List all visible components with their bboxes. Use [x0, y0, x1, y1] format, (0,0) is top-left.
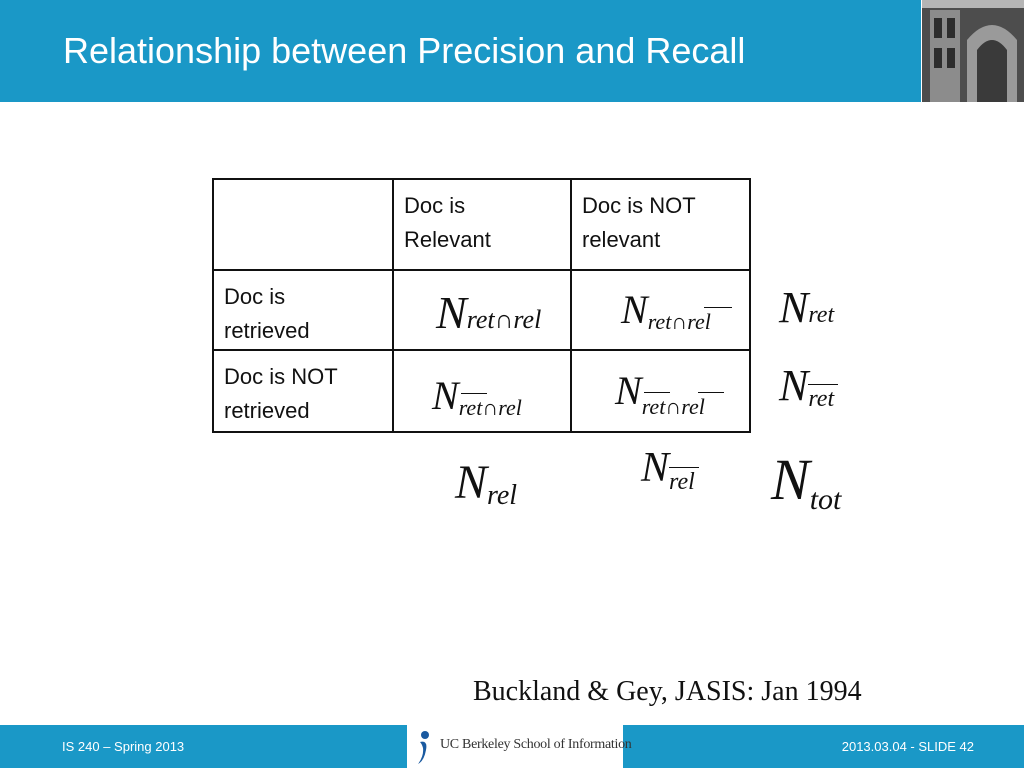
- course-label: IS 240 – Spring 2013: [62, 739, 185, 754]
- cell-retrieved-relevant: [392, 269, 572, 351]
- formula-base: N: [455, 456, 488, 509]
- complement-bar: [643, 392, 670, 393]
- campus-building-image: [922, 0, 1024, 102]
- row-label-retrieved: Doc is retrieved: [224, 284, 310, 343]
- formula-base: N: [641, 445, 670, 491]
- formula-base: N: [432, 373, 459, 418]
- table-row: Doc is NOT retrieved: [212, 349, 751, 433]
- footer-bar: IS 240 – Spring 2013 UC Berkeley School …: [0, 725, 1024, 768]
- formula-subscript: ret: [808, 386, 835, 412]
- formula-notrel-total: Nrel: [641, 444, 700, 495]
- formula-rel-total: Nrel: [455, 455, 518, 511]
- campus-photo: [921, 0, 1024, 102]
- complement-bar: [669, 467, 700, 468]
- complement-bar: [808, 384, 839, 385]
- formula-base: N: [779, 361, 809, 410]
- formula-subscript: rel: [487, 480, 518, 511]
- formula-subscript: ret∩rel: [458, 395, 522, 420]
- formula-subscript: ret∩rel: [466, 305, 542, 334]
- formula-ret-and-rel: Nret∩rel: [436, 286, 541, 339]
- formula-base: N: [779, 283, 809, 332]
- formula-notret-and-notrel: Nret∩rel: [615, 367, 724, 419]
- header-relevant: Doc is Relevant: [404, 193, 491, 252]
- formula-ret-and-notrel: Nret∩rel: [621, 286, 732, 335]
- formula-subscript: ret∩rel: [647, 309, 711, 334]
- formula-base: N: [621, 287, 648, 332]
- complement-bar: [703, 307, 732, 308]
- cell-not-retrieved-not-relevant: [570, 349, 751, 433]
- formula-ret-total: Nret: [779, 282, 834, 333]
- header-not-relevant: Doc is NOT relevant: [582, 193, 696, 252]
- header-not-relevant-cell: Doc is NOT relevant: [570, 178, 751, 271]
- formula-subscript-wrap: ret∩rel: [458, 393, 522, 421]
- complement-bar: [697, 392, 724, 393]
- formula-subscript-wrap: ret: [808, 384, 839, 413]
- school-logo: UC Berkeley School of Information: [407, 725, 632, 768]
- cell-retrieved-not-relevant: [570, 269, 751, 351]
- formula-subscript: rel: [669, 469, 695, 495]
- cell-not-retrieved-relevant: [392, 349, 572, 433]
- row-label-cell: Doc is retrieved: [212, 269, 394, 351]
- formula-subscript: ret∩rel: [641, 394, 705, 419]
- ischool-logo-icon: [412, 728, 434, 765]
- row-label-not-retrieved: Doc is NOT retrieved: [224, 364, 338, 423]
- citation: Buckland & Gey, JASIS: Jan 1994: [473, 676, 862, 707]
- formula-subscript-wrap: ret∩rel: [647, 307, 732, 335]
- formula-base: N: [615, 368, 642, 413]
- formula-notret-total: Nret: [779, 360, 839, 413]
- formula-tot: Ntot: [771, 446, 841, 516]
- formula-subscript-wrap: rel: [669, 467, 700, 496]
- table-corner-cell: [212, 178, 394, 271]
- title-bar: Relationship between Precision and Recal…: [0, 0, 1024, 102]
- table-row: Doc is retrieved: [212, 269, 751, 351]
- formula-base: N: [436, 287, 467, 338]
- school-name: UC Berkeley School of Information: [440, 737, 632, 752]
- formula-subscript: tot: [809, 483, 842, 516]
- formula-subscript-wrap: ret∩rel: [641, 392, 724, 420]
- complement-bar: [460, 393, 487, 394]
- table-header-row: Doc is Relevant Doc is NOT relevant: [212, 178, 751, 271]
- formula-subscript: ret: [808, 302, 835, 328]
- precision-recall-table: Doc is Relevant Doc is NOT relevant Doc …: [212, 178, 751, 433]
- formula-notret-and-rel: Nret∩rel: [432, 372, 522, 421]
- slide-title: Relationship between Precision and Recal…: [63, 30, 746, 71]
- formula-base: N: [771, 447, 810, 512]
- slide-number: 2013.03.04 - SLIDE 42: [841, 739, 974, 754]
- header-relevant-cell: Doc is Relevant: [392, 178, 572, 271]
- row-label-cell: Doc is NOT retrieved: [212, 349, 394, 433]
